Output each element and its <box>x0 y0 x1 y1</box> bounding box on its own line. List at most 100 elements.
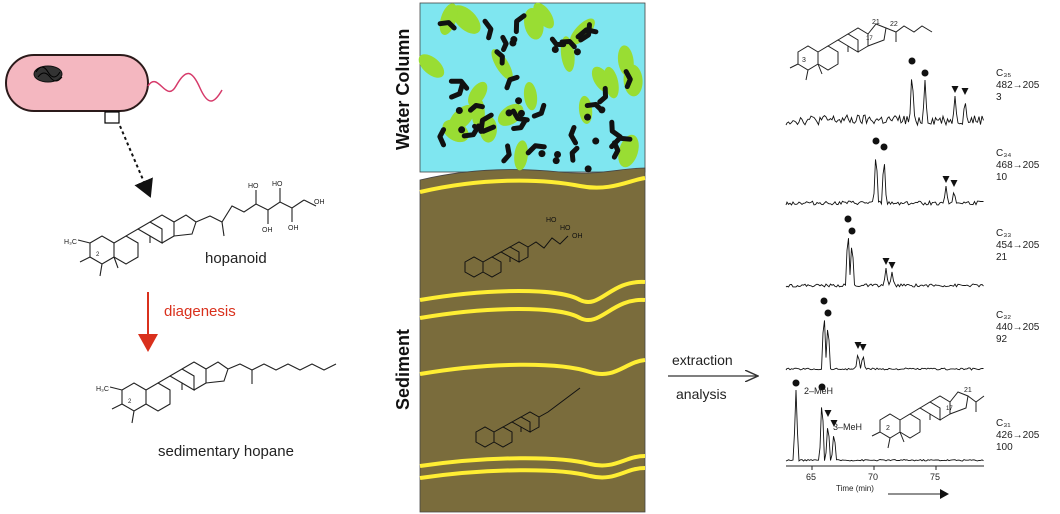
peak-marker-triangle <box>888 262 896 269</box>
particle-fragment <box>500 34 509 53</box>
trace-label-scale: 3 <box>996 92 1002 103</box>
particle-fragment <box>511 118 528 132</box>
sediment-hopanoid-molecule <box>464 235 569 278</box>
hopanoid-atom-label: H₃C <box>64 239 77 246</box>
chromatogram-top-structure <box>789 23 933 81</box>
hopanoid-atom-label: OH <box>314 199 325 206</box>
sediment-molecule-label: OH <box>572 233 583 240</box>
particle-fragment <box>569 145 580 163</box>
hopane-structure <box>109 361 337 424</box>
peak-marker-circle <box>872 137 880 145</box>
axis-tick-label: 75 <box>930 472 940 482</box>
chromatogram-trace <box>785 320 984 371</box>
peak-marker-circle <box>921 69 929 77</box>
particle-dot <box>554 150 562 158</box>
chromatogram-traces <box>785 57 984 462</box>
peak-marker-triangle <box>961 88 969 95</box>
particle-dot <box>510 36 518 44</box>
particle-fragment <box>549 36 567 48</box>
trace-label-transition: 440→205 <box>996 322 1040 333</box>
peak-marker-circle <box>848 227 856 235</box>
hopanoid-atom-label: 2 <box>96 252 100 258</box>
trace-label-transition: 482→205 <box>996 80 1040 91</box>
particle-group <box>437 13 633 173</box>
trace-label-scale: 10 <box>996 172 1008 183</box>
particle-fragment <box>478 112 494 134</box>
particle-dot <box>515 97 523 105</box>
sediment-molecule-label: HO <box>546 217 557 224</box>
peak-marker-triangle <box>859 344 867 351</box>
particle-dot <box>592 137 600 145</box>
particle-fragment <box>611 140 621 160</box>
peak-marker-triangle <box>950 180 958 187</box>
hopanoid-atom-label: OH <box>288 225 299 232</box>
particle-fragment <box>575 27 599 40</box>
peak-marker-triangle <box>830 420 838 427</box>
peak-marker-triangle <box>854 342 862 349</box>
particle-fragment <box>623 69 633 90</box>
particle-dot <box>584 165 592 173</box>
peak-marker-triangle <box>824 410 832 417</box>
chromatogram-trace <box>785 79 984 127</box>
yellow-layers <box>419 176 646 480</box>
analysis-label: analysis <box>676 386 727 402</box>
particle-fragment <box>467 102 485 113</box>
particle-fragment <box>461 123 482 139</box>
peak-marker-triangle <box>951 86 959 93</box>
dotted-arrow <box>119 125 153 198</box>
trace-label-transition: 454→205 <box>996 240 1040 251</box>
particle-dot <box>551 45 559 53</box>
algae-cell <box>514 140 528 171</box>
particle-fragment <box>525 143 547 156</box>
particle-fragment <box>559 39 577 50</box>
peak-marker-circle <box>820 297 828 305</box>
particle-fragment <box>448 78 470 91</box>
c31-structure-label: 2 <box>886 425 890 432</box>
particle-fragment <box>494 49 505 66</box>
particle-fragment <box>501 143 512 164</box>
particle-dot <box>584 113 592 121</box>
top-structure-label: 22 <box>890 21 898 28</box>
trace-label-carbon: C₃₂ <box>996 310 1012 321</box>
algae-cell <box>448 104 475 132</box>
particle-dot <box>458 126 466 134</box>
hopane-atom-label: H₃C <box>96 386 109 393</box>
particle-dot <box>573 48 581 56</box>
three-meh-label: 3–MeH <box>833 422 862 432</box>
algae-cell <box>618 134 639 168</box>
c31-inset-structure <box>871 391 985 449</box>
peak-marker-circle <box>908 57 916 65</box>
chromatogram-trace <box>785 238 984 288</box>
water-column-label: Water Column <box>393 28 413 150</box>
axis-tick-label: 70 <box>868 472 878 482</box>
trace-label-scale: 21 <box>996 252 1008 263</box>
top-structure-label: 21 <box>872 19 880 26</box>
trace-label-carbon: C₃₃ <box>996 228 1012 239</box>
peak-marker-circle <box>818 383 826 391</box>
peak-marker-triangle <box>882 258 890 265</box>
extraction-label: extraction <box>672 352 733 368</box>
peak-marker-circle <box>824 309 832 317</box>
particle-dot <box>517 109 525 117</box>
algae-cell <box>591 66 612 93</box>
hopane-atom-label: 2 <box>128 399 132 405</box>
particle-fragment <box>513 13 527 35</box>
algae-cell <box>523 81 538 111</box>
particle-fragment <box>609 119 623 140</box>
time-axis <box>786 465 984 499</box>
trace-label-carbon: C₃₄ <box>996 148 1012 159</box>
trace-label-transition: 426→205 <box>996 430 1040 441</box>
axis-title: Time (min) <box>836 484 874 493</box>
sediment-hopane-molecule <box>475 387 581 448</box>
particle-fragment <box>449 81 465 100</box>
algae-cell <box>533 2 554 29</box>
trace-label-scale: 92 <box>996 334 1008 345</box>
diagenesis-label: diagenesis <box>164 303 236 320</box>
sediment-label: Sediment <box>393 328 413 410</box>
particle-fragment <box>531 102 547 119</box>
particle-dot <box>505 109 513 117</box>
